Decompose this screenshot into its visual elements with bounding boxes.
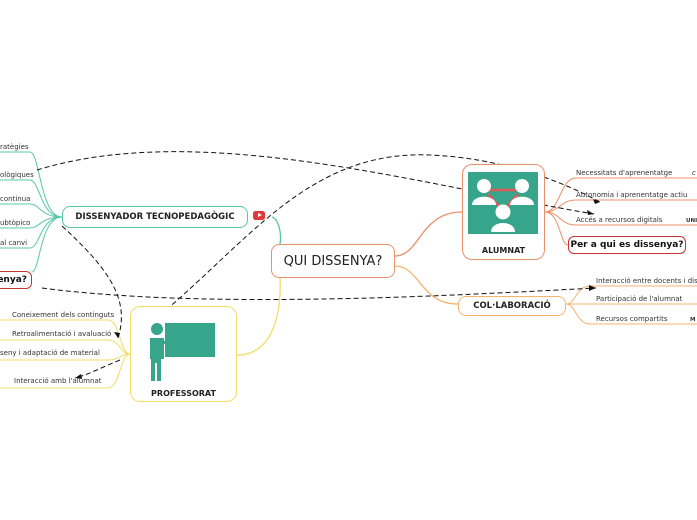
prof-sub-3: [0, 353, 131, 361]
prof-item-3[interactable]: seny i adaptació de material: [0, 349, 100, 357]
alumnat-sub-4: [544, 211, 569, 246]
alumnat-callout-text: Per a qui es dissenya?: [570, 240, 684, 250]
center-node[interactable]: QUI DISSENYA?: [271, 244, 395, 278]
alumnat-callout[interactable]: Per a qui es dissenya?: [568, 236, 686, 254]
relation-dashed-5: [74, 359, 121, 379]
prof-item-4[interactable]: Interacció amb l'alumnat: [14, 377, 102, 385]
branch-center-collaboracio: [394, 265, 459, 305]
alumnat-card[interactable]: ALUMNAT: [462, 164, 545, 260]
prof-item-2[interactable]: Retroalimentació i avaluació: [12, 330, 112, 338]
relation-dashed-3: [159, 154, 601, 316]
alumnat-sub-1: [544, 177, 697, 213]
teacher-board-icon: [150, 323, 215, 381]
dissenyador-label: DISSENYADOR TECNOPEDAGÒGIC: [75, 212, 235, 222]
arrowhead-4: [589, 285, 596, 291]
relation-dashed-2: [61, 225, 122, 339]
dissenyador-callout[interactable]: enya?: [0, 271, 32, 289]
dissenyador-callout-text: enya?: [0, 275, 27, 285]
prof-sub-4: [0, 353, 131, 389]
branch-center-professorat: [236, 274, 281, 356]
alumnat-item-1-clipped: c: [692, 169, 696, 177]
collab-item-3-clipped: M: [690, 317, 696, 323]
student-group-icon: [468, 172, 538, 234]
prof-item-1[interactable]: Coneixement dels continguts: [12, 311, 115, 319]
alumnat-item-2[interactable]: Autonomia i aprenentatge actiu: [576, 191, 688, 199]
diss-item-3[interactable]: continua: [0, 195, 31, 203]
relation-dashed-1: [36, 151, 595, 215]
diss-item-2[interactable]: ològiques: [0, 171, 34, 179]
center-label: QUI DISSENYA?: [283, 253, 383, 269]
diss-item-4[interactable]: ubtòpico: [0, 219, 31, 227]
arrowhead-2: [114, 332, 120, 338]
diss-sub-1: [0, 151, 63, 218]
alumnat-item-1[interactable]: Necessitats d'aprenentatge: [576, 169, 673, 177]
relation-dashed-4: [41, 287, 597, 301]
prof-sub-2: [0, 339, 131, 355]
alumnat-item-3-clipped: UNI: [686, 218, 697, 224]
alumnat-item-3[interactable]: Accés a recursos digitals: [576, 216, 663, 224]
professorat-label: PROFESSORAT: [151, 389, 216, 398]
dissenyador-node[interactable]: DISSENYADOR TECNOPEDAGÒGIC: [62, 206, 248, 228]
diss-sub-6: [31, 216, 63, 273]
collaboracio-node[interactable]: COL·LABORACIÓ: [458, 296, 566, 316]
youtube-icon[interactable]: [253, 211, 265, 220]
arrowhead-1: [587, 210, 594, 215]
collab-sub-3: [565, 303, 697, 325]
diss-sub-3: [0, 203, 63, 218]
diss-item-5[interactable]: al canvi: [0, 239, 28, 247]
collaboracio-label: COL·LABORACIÓ: [473, 301, 551, 311]
alumnat-sub-2: [544, 199, 697, 213]
arrowhead-5: [75, 374, 82, 379]
arrowhead-3: [593, 199, 600, 204]
alumnat-label: ALUMNAT: [481, 246, 526, 255]
branch-center-alumnat: [394, 211, 463, 257]
diss-item-1[interactable]: ratègies: [0, 143, 29, 151]
collab-item-3[interactable]: Recursos compartits: [596, 315, 668, 323]
collab-item-1[interactable]: Interacció entre docents i diss: [596, 277, 697, 285]
collab-item-2[interactable]: Participació de l'alumnat: [596, 295, 683, 303]
diss-sub-2: [0, 179, 63, 218]
professorat-card[interactable]: PROFESSORAT: [130, 306, 237, 402]
